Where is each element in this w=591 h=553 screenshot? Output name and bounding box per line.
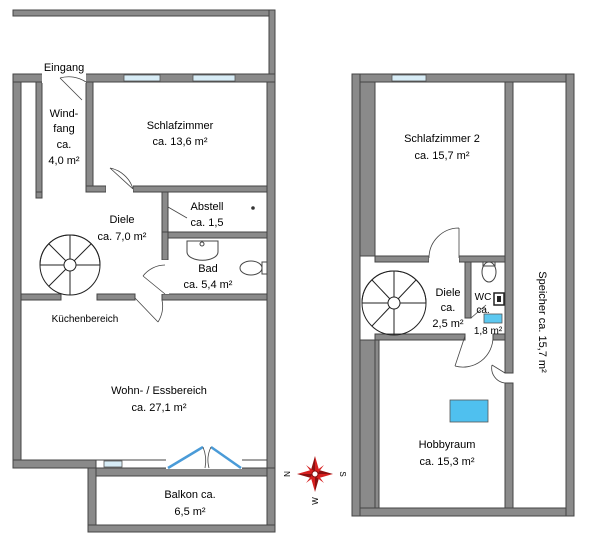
label-wc-1: WC [475,292,492,303]
wall-bad-bottom [161,293,268,301]
speicher-door[interactable] [491,364,506,384]
roof-line [12,9,276,17]
label-abstell-1: Abstell [190,201,223,213]
label-hobbyraum-2: ca. 15,3 m² [419,456,474,468]
wall-schlaf2-bottom-2 [458,255,506,263]
balkon-door-gap [166,459,242,469]
upper-lining-edge [374,339,380,509]
wall-abstell-bottom [161,231,268,239]
wall-diele-top [85,185,107,193]
label-schlafzimmer-1: Schlafzimmer [147,120,214,132]
balkon-wall-right [266,467,276,533]
abstell-door[interactable] [167,206,188,230]
label-diele-upper-1: Diele [435,287,460,299]
window-schlaf2 [391,74,427,82]
abstell-marker [251,206,255,210]
balkon-door-right[interactable] [210,445,242,470]
wall-wc-left [464,261,472,319]
entrance-gap [42,73,86,83]
label-speicher: Speicher ca. 15,7 m² [536,271,548,373]
spiral-stair-ground [39,234,101,296]
compass-label-s: S [338,471,347,476]
compass: N S W [283,456,347,505]
entrance-door[interactable] [59,76,87,101]
label-windfang-2: fang [53,123,74,135]
wall-right [266,73,276,469]
label-kuechenbereich: Küchenbereich [52,314,119,325]
label-diele-1: Diele [109,214,134,226]
window-wohn-bottom [103,460,123,468]
window-schlaf-1 [123,74,161,82]
label-diele-2: ca. 7,0 m² [98,231,147,243]
wall-schlaf-bottom [132,185,268,193]
schlaf2-door[interactable] [428,227,460,259]
wohn-door[interactable] [134,297,163,323]
label-windfang-3: ca. [57,139,72,151]
wall-bad-left [161,231,169,261]
wall-bottom-left [12,459,97,469]
window-schlaf-2 [192,74,236,82]
wall-speicher-upper [504,81,514,374]
wall-abstell-left [161,191,169,237]
hobby-door[interactable] [454,335,494,368]
sink-drain [199,241,205,247]
upper-lining-left-bottom [359,339,376,509]
roof-line-side [268,9,276,75]
label-wohn-2: ca. 27,1 m² [131,402,186,414]
balkon-wall-bottom [87,524,276,533]
wall-windfang-right [85,81,94,193]
wall-left [12,73,22,469]
wall-speicher-lower [504,382,514,509]
label-wc-2: ca. [476,305,489,316]
upper-wall-left [351,73,361,517]
schlaf-door[interactable] [109,167,134,190]
label-diele-upper-2: ca. [441,302,456,314]
toilet-tank [261,261,268,275]
schlaf2-door-gap [429,255,459,263]
wall-stub [35,191,43,199]
label-wohn-1: Wohn- / Essbereich [111,385,207,397]
label-bad-2: ca. 5,4 m² [184,279,233,291]
spiral-stair-upper [361,270,427,336]
wc-sink-inner [497,296,501,302]
wall-kueche-1 [20,293,62,301]
ground-floor: Eingang Wind- fang ca. 4,0 m² Schlafzimm… [12,9,276,533]
compass-label-n: N [283,471,292,477]
upper-wall-bottom [351,507,575,517]
upper-lining-left-top [359,81,376,257]
compass-label-w: W [311,497,320,505]
label-schlafzimmer-2: ca. 13,6 m² [152,136,207,148]
label-balkon-1: Balkon ca. [164,489,215,501]
label-schlafzimmer2-2: ca. 15,7 m² [414,150,469,162]
upper-floor: Schlafzimmer 2 ca. 15,7 m² Diele ca. 2,5… [351,73,575,517]
upper-wall-right [565,73,575,517]
bad-sink [186,240,219,261]
balkon-door-left[interactable] [167,445,204,470]
label-wc-3: 1,8 m² [474,326,503,337]
schlaf-door-gap [106,185,133,193]
wc-tank [482,261,496,267]
label-windfang-4: 4,0 m² [48,155,80,167]
bad-door[interactable] [142,264,166,295]
label-eingang: Eingang [44,62,84,74]
balkon-wall-left [87,467,97,533]
balkon-wall-top [87,467,276,477]
wall-kueche-2 [96,293,136,301]
wc-door[interactable] [470,304,487,319]
bad-door-gap [161,260,169,294]
label-bad-1: Bad [198,263,218,275]
wall-schlaf2-bottom-1 [374,255,430,263]
balkon-door-arcs [202,446,212,469]
label-hobbyraum-1: Hobbyraum [419,439,476,451]
label-schlafzimmer2-1: Schlafzimmer 2 [404,133,480,145]
wc-window [483,313,503,324]
label-abstell-2: ca. 1,5 [190,217,223,229]
upper-wall-top [351,73,575,83]
label-windfang-1: Wind- [50,108,79,120]
hobby-skylight [449,399,489,423]
label-diele-upper-3: 2,5 m² [432,318,464,330]
label-balkon-2: 6,5 m² [174,506,206,518]
wall-windfang [35,81,43,193]
